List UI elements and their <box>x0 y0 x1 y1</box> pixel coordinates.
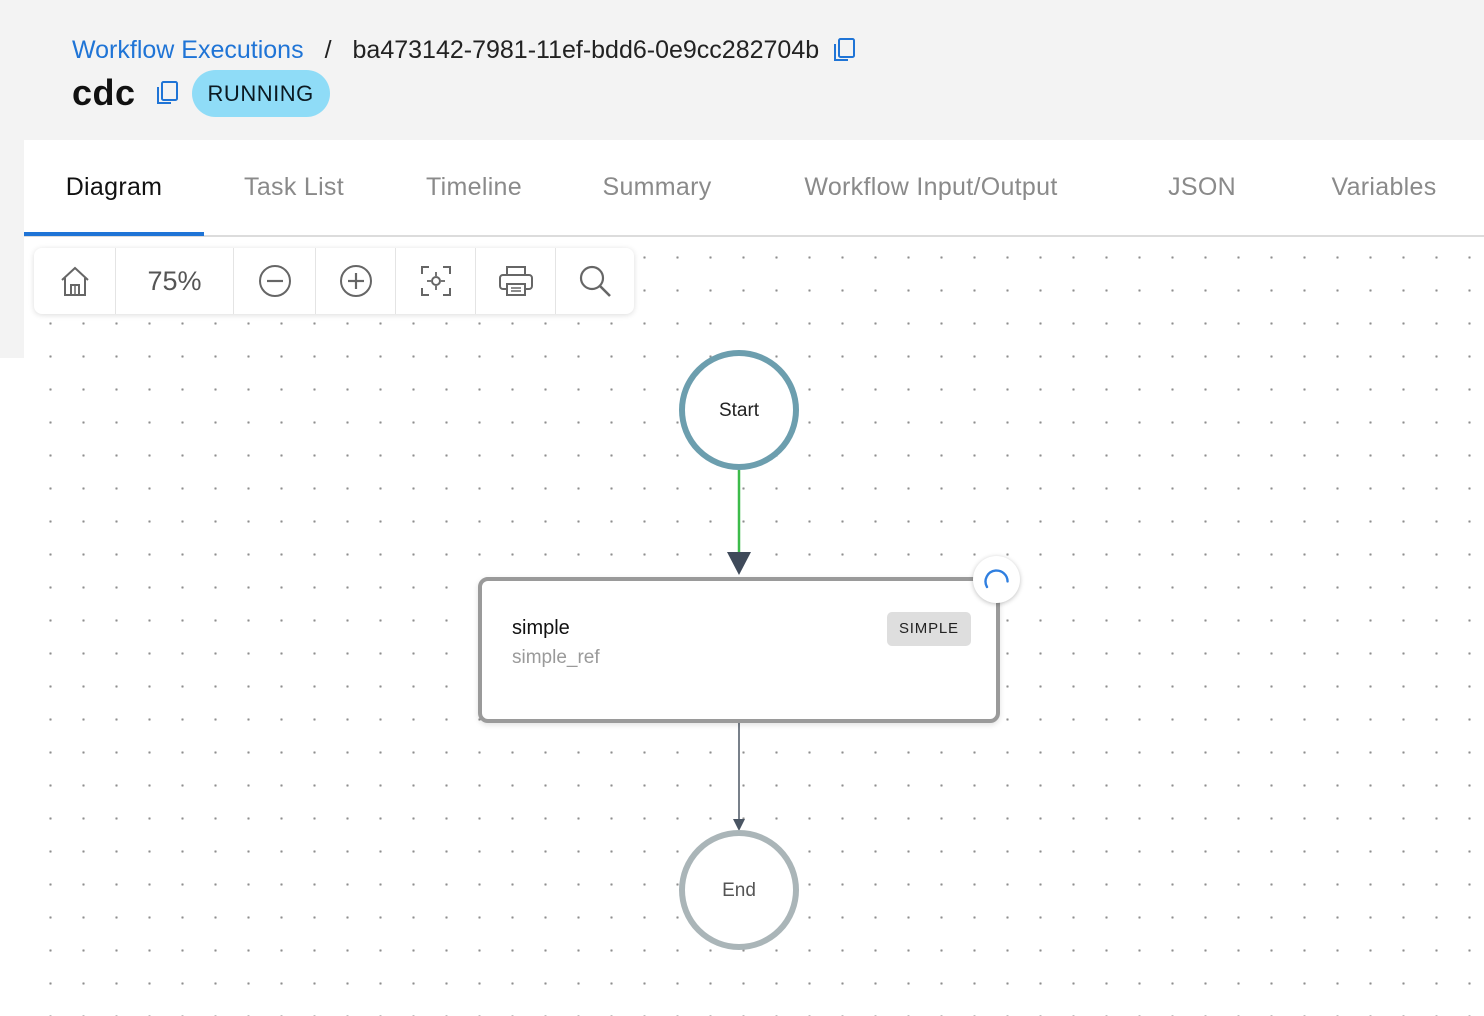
tab-bar: Diagram Task List Timeline Summary Workf… <box>24 140 1484 237</box>
workflow-name: cdc <box>72 72 136 113</box>
zoom-in-icon <box>339 265 372 297</box>
tab-variables[interactable]: Variables <box>1331 173 1437 201</box>
title-row: cdc RUNNING <box>72 68 330 118</box>
end-node-label: End <box>722 880 756 901</box>
print-button[interactable] <box>476 248 556 314</box>
breadcrumb: Workflow Executions / ba473142-7981-11ef… <box>72 32 857 68</box>
edge-start-arrowhead <box>727 552 751 575</box>
tab-summary[interactable]: Summary <box>602 173 712 201</box>
tab-task-list[interactable]: Task List <box>244 173 344 201</box>
end-node[interactable] <box>679 830 799 950</box>
zoom-in-button[interactable] <box>316 248 396 314</box>
edge-end-arrowhead <box>733 819 745 831</box>
tab-timeline[interactable]: Timeline <box>426 173 522 201</box>
task-running-spinner-icon <box>973 556 1020 603</box>
copy-execution-id-icon[interactable] <box>831 37 857 63</box>
home-button[interactable] <box>34 248 116 314</box>
zoom-out-button[interactable] <box>234 248 316 314</box>
print-icon <box>498 266 533 296</box>
zoom-out-icon <box>258 265 291 297</box>
search-button[interactable] <box>556 248 634 314</box>
task-node-simple[interactable]: simple simple_ref SIMPLE <box>478 577 1000 723</box>
header-left-strip <box>0 140 24 358</box>
status-badge: RUNNING <box>191 69 330 117</box>
diagram-toolbar: 75% <box>34 248 634 314</box>
tab-diagram[interactable]: Diagram <box>65 173 163 201</box>
breadcrumb-separator: / <box>324 35 332 64</box>
copy-workflow-name-icon[interactable] <box>154 80 180 106</box>
active-tab-indicator <box>24 232 204 236</box>
fit-to-screen-icon <box>420 266 451 296</box>
search-icon <box>579 265 611 297</box>
task-reference-name: simple_ref <box>512 647 600 668</box>
fit-to-screen-button[interactable] <box>396 248 476 314</box>
start-node-label: Start <box>718 400 760 421</box>
breadcrumb-execution-id: ba473142-7981-11ef-bdd6-0e9cc282704b <box>352 35 820 64</box>
task-name: simple <box>512 617 570 639</box>
task-type-badge: SIMPLE <box>887 612 971 646</box>
home-icon <box>60 266 89 296</box>
tab-json[interactable]: JSON <box>1168 173 1236 201</box>
start-node[interactable] <box>679 350 799 470</box>
breadcrumb-workflow-executions-link[interactable]: Workflow Executions <box>72 35 304 64</box>
zoom-level-display: 75% <box>116 248 234 314</box>
tab-workflow-input-output[interactable]: Workflow Input/Output <box>804 173 1058 201</box>
